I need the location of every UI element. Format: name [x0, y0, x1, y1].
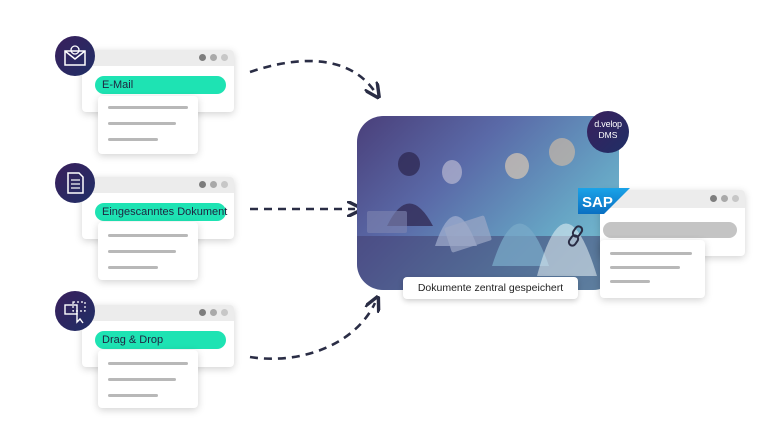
scan-document-card [98, 222, 198, 280]
document-icon [55, 163, 95, 203]
source-label: Eingescanntes Dokument [95, 203, 227, 221]
chain-link-icon [565, 224, 587, 248]
email-document-card [98, 96, 198, 154]
envelope-icon [55, 36, 95, 76]
drag-drop-icon [55, 291, 95, 331]
sap-logo-text: SAP [582, 194, 613, 211]
badge-brand: d.velop [594, 119, 622, 129]
source-label: Drag & Drop [95, 331, 226, 349]
arrow-email [249, 59, 375, 92]
sap-logo: SAP [578, 188, 630, 214]
dvelop-dms-badge: d.velop DMS [587, 111, 629, 153]
center-caption: Dokumente zentral gespeichert [403, 277, 578, 299]
badge-product: DMS [598, 130, 618, 140]
sap-document-card [600, 240, 705, 298]
arrow-dragdrop [249, 303, 375, 361]
source-label: E-Mail [95, 76, 226, 94]
dragdrop-document-card [98, 350, 198, 408]
